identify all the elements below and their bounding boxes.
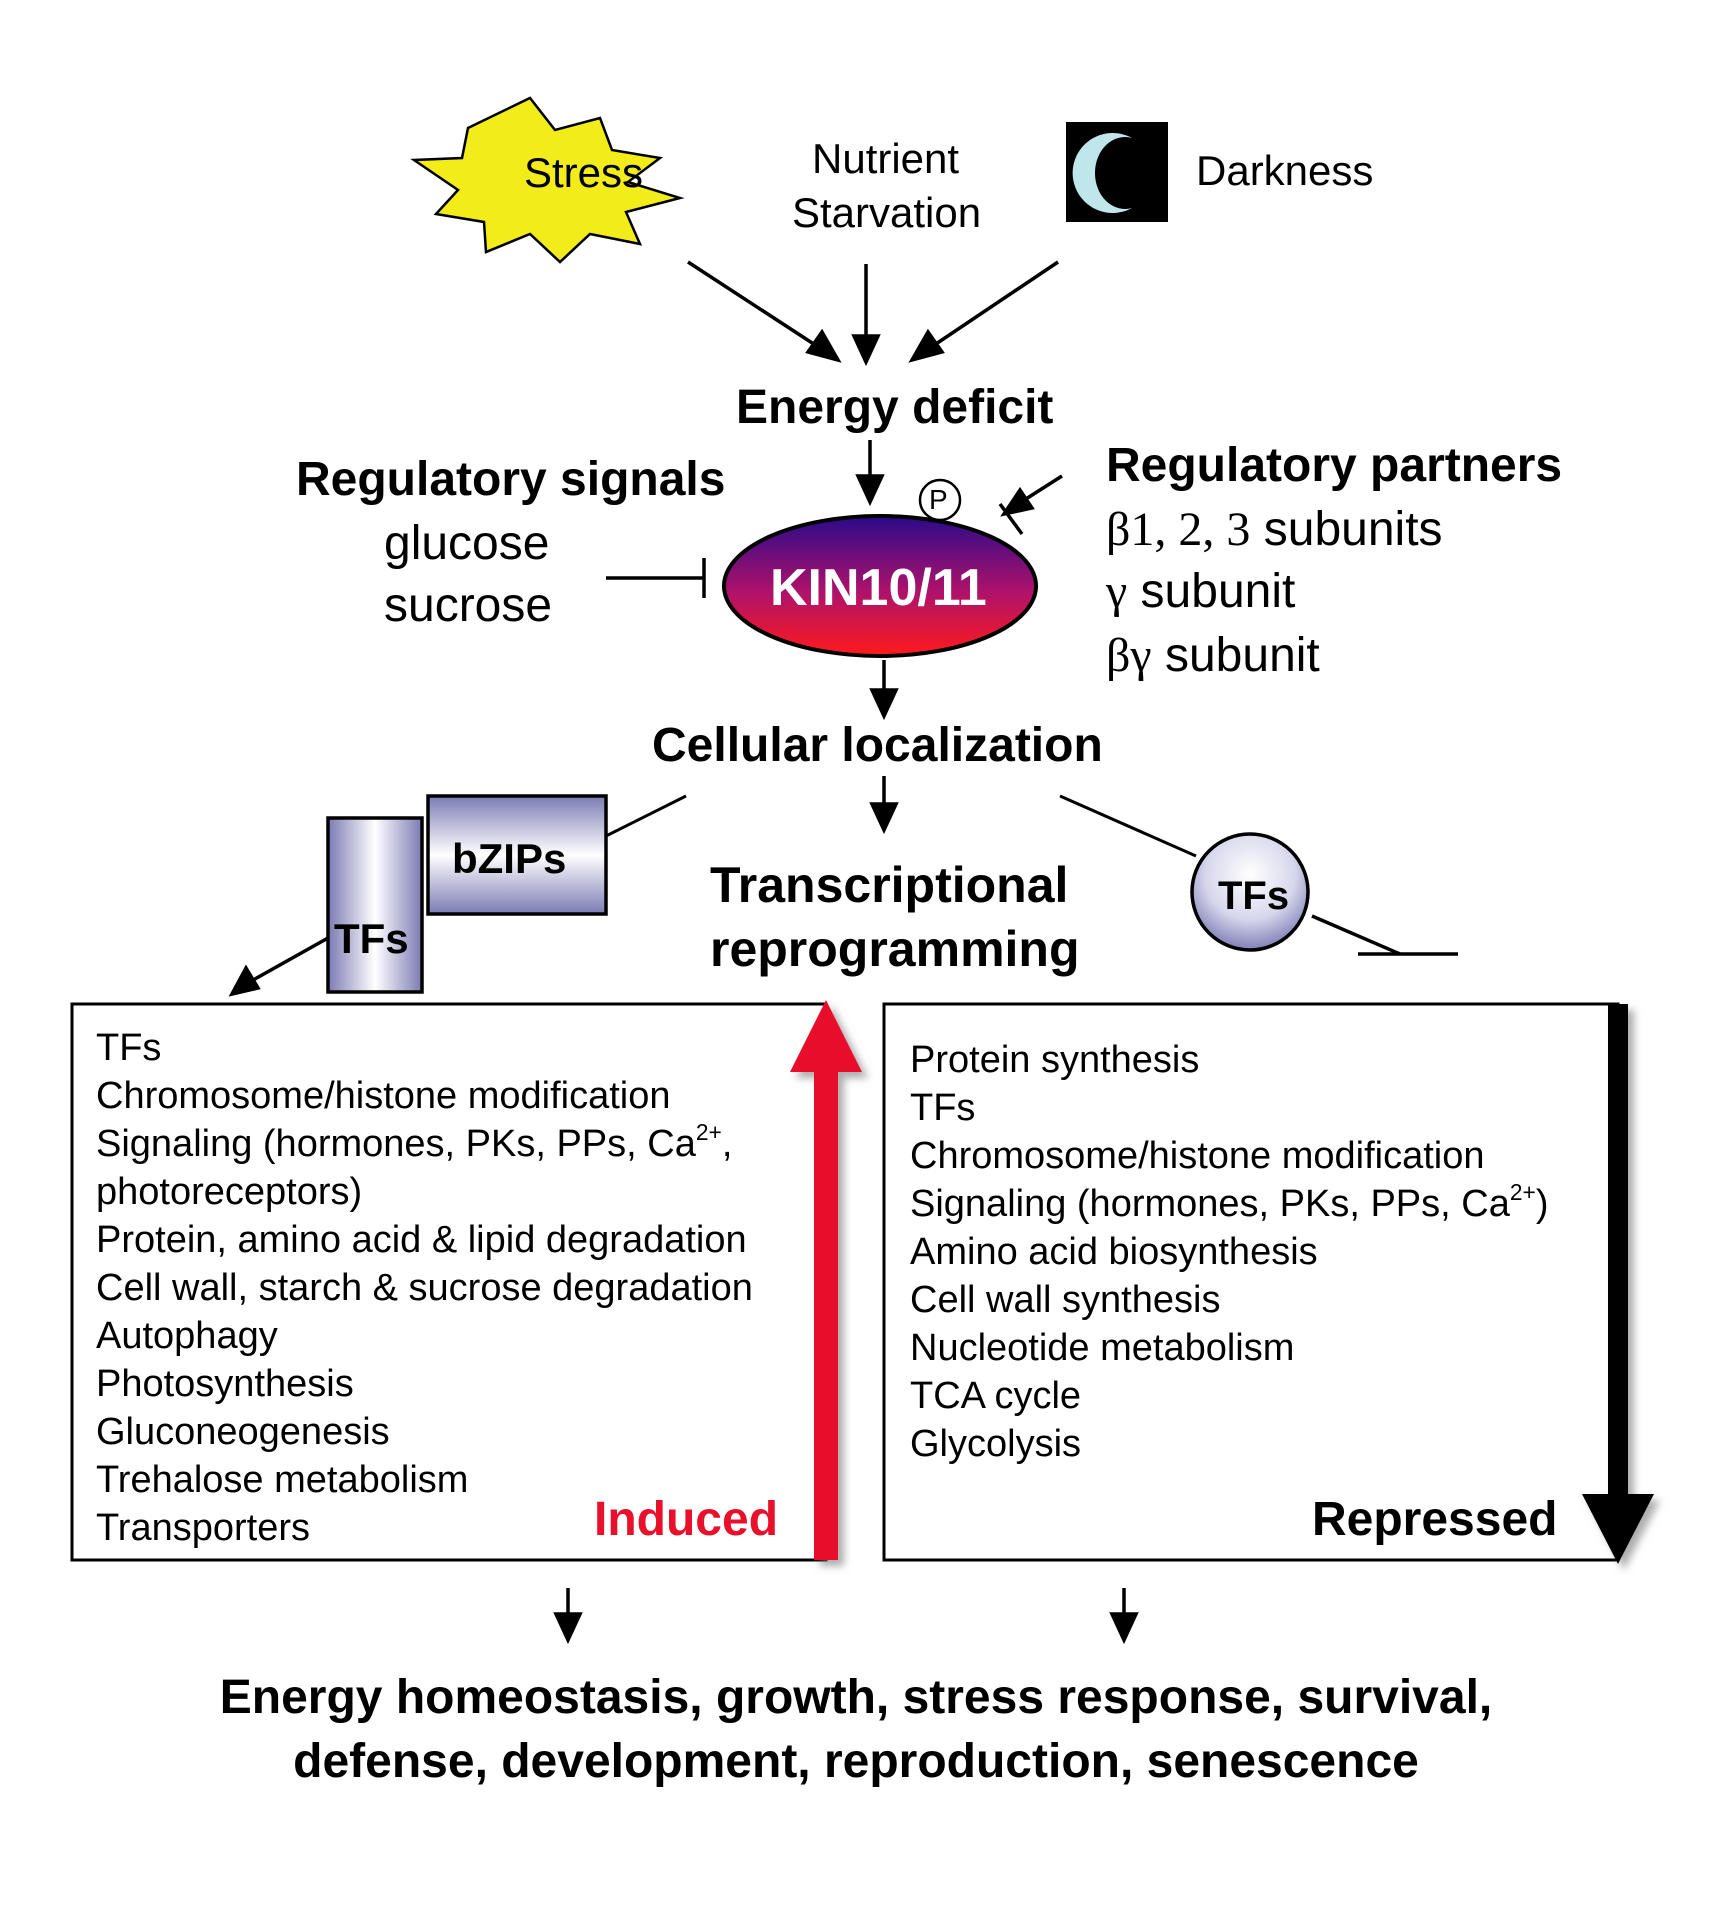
line-localization-to-bzips [605, 794, 687, 838]
partner-gamma-subunit: γ subunit [1106, 568, 1295, 616]
induced-item: Trehalose metabolism [96, 1459, 469, 1501]
induced-signaling-text: Signaling (hormones, PKs, PPs, Ca [96, 1123, 696, 1165]
input-arrows [687, 260, 1059, 367]
arrow-kinase-to-localization [869, 660, 899, 721]
repressed-box [882, 1002, 1620, 1562]
partner-gamma-greek: γ [1106, 565, 1128, 618]
partner-beta-numbers: 1, 2, 3 [1130, 503, 1251, 556]
repressed-item: Nucleotide metabolism [910, 1327, 1295, 1369]
stress-label: Stress [524, 149, 644, 196]
arrow-localization-to-transcription [869, 776, 899, 835]
induced-item: Cell wall, starch & sucrose degradation [96, 1267, 753, 1309]
kinase-label: KIN10/11 [770, 559, 987, 617]
repressed-item: Chromosome/histone modification [910, 1135, 1485, 1177]
induced-item: Chromosome/histone modification [96, 1075, 671, 1117]
partner-beta-rest: subunits [1250, 503, 1443, 556]
inhibition-tfs-to-repressed [1311, 914, 1458, 956]
induced-arrow [790, 1000, 862, 1560]
darkness-label: Darkness [1196, 147, 1374, 194]
partner-beta-greek: β [1106, 503, 1131, 556]
moon-icon [1072, 133, 1132, 214]
partner-betagamma-rest: subunit [1151, 629, 1320, 682]
signal-sucrose: sucrose [384, 579, 553, 632]
repressed-item: Cell wall synthesis [910, 1279, 1221, 1321]
transcriptional-line1: Transcriptional [710, 857, 1069, 913]
repressed-signaling-text: Signaling (hormones, PKs, PPs, Ca [910, 1183, 1510, 1225]
outcome-line1: Energy homeostasis, growth, stress respo… [219, 1671, 1493, 1724]
outcome-line2: defense, development, reproduction, sene… [293, 1735, 1419, 1788]
induced-item: TFs [96, 1027, 162, 1069]
starvation-label: Starvation [792, 189, 982, 236]
induced-item: Protein, amino acid & lipid degradation [96, 1219, 747, 1261]
repressed-item: TCA cycle [910, 1375, 1082, 1417]
transcriptional-line2: reprogramming [710, 921, 1080, 977]
induced-item: Autophagy [96, 1315, 278, 1357]
tfs-rect-label: TFs [334, 915, 409, 962]
kinase-ellipse [722, 514, 1038, 658]
repressed-item: TFs [910, 1087, 976, 1129]
induced-item: Signaling (hormones, PKs, PPs, Ca2+, [96, 1120, 753, 1168]
arrow-energy-to-kinase [855, 440, 885, 507]
partner-betagamma-greek: βγ [1106, 629, 1152, 682]
signal-glucose: glucose [384, 517, 550, 570]
phospho-label: P [929, 484, 948, 515]
inhibition-signals-to-kinase [606, 558, 706, 598]
bzips-label: bZIPs [452, 835, 567, 882]
induced-item: Transporters [96, 1507, 310, 1549]
repressed-ca-charge: 2+ [1509, 1179, 1536, 1206]
energy-deficit-label: Energy deficit [736, 381, 1054, 434]
arrow-tfs-to-induced [228, 936, 329, 997]
tfs-circle-label: TFs [1218, 874, 1290, 918]
repressed-label: Repressed [1312, 1493, 1558, 1546]
repressed-item: Amino acid biosynthesis [910, 1231, 1318, 1273]
repressed-arrow [1582, 1004, 1654, 1564]
regulatory-signals-title: Regulatory signals [296, 453, 726, 506]
bzips-rect [426, 794, 608, 916]
induced-ca-charge: 2+ [695, 1119, 722, 1146]
line-localization-to-tfs-circle [1059, 794, 1197, 858]
arrows-to-outcome [553, 1588, 1139, 1645]
induced-item: photoreceptors) [96, 1171, 363, 1213]
induced-label: Induced [594, 1493, 779, 1546]
partner-beta-subunits: β1, 2, 3 subunits [1106, 506, 1443, 554]
repressed-list: Protein synthesis TFs Chromosome/histone… [910, 1036, 1549, 1468]
repressed-item: Signaling (hormones, PKs, PPs, Ca2+) [910, 1180, 1549, 1228]
induced-item: Gluconeogenesis [96, 1411, 390, 1453]
induced-ca-suffix: , [721, 1123, 733, 1165]
tfs-circle [1190, 832, 1310, 952]
repressed-ca-suffix: ) [1535, 1183, 1549, 1225]
induced-item: Photosynthesis [96, 1363, 354, 1405]
nutrient-label: Nutrient [812, 135, 960, 182]
induced-box [70, 1002, 828, 1562]
induced-list: TFs Chromosome/histone modification Sign… [96, 1024, 753, 1552]
repressed-item: Glycolysis [910, 1423, 1082, 1465]
repressed-item: Protein synthesis [910, 1039, 1200, 1081]
cellular-localization-label: Cellular localization [652, 719, 1103, 772]
stress-burst [410, 96, 685, 264]
regulatory-partners-title: Regulatory partners [1106, 439, 1563, 492]
arrow-partners-to-kinase [998, 474, 1063, 536]
partner-gamma-rest: subunit [1127, 565, 1296, 618]
tfs-rect [326, 816, 424, 994]
partner-betagamma-subunit: βγ subunit [1106, 632, 1320, 680]
